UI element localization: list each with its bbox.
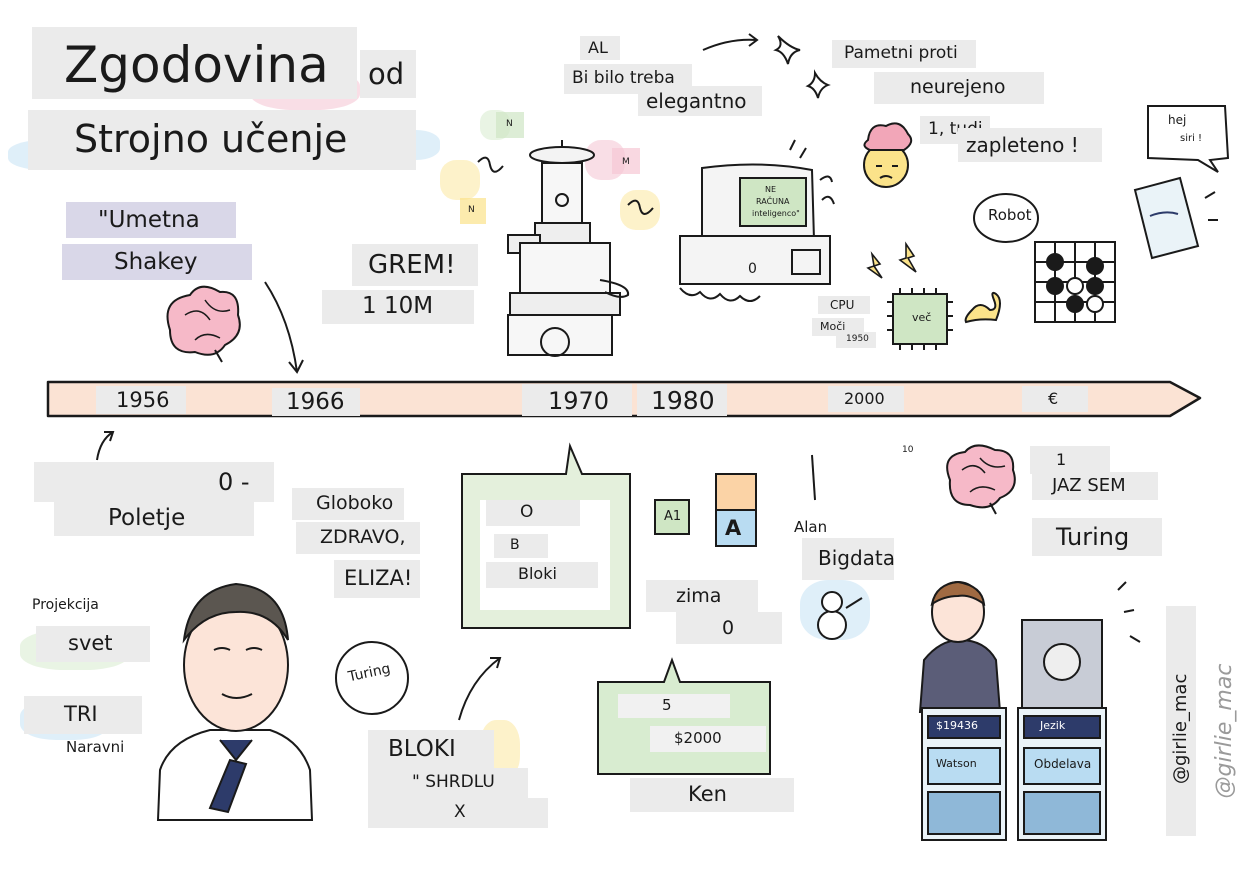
blocks-bloki-label: Bloki — [486, 562, 598, 588]
ken-label: Ken — [630, 778, 794, 812]
watson-podium — [921, 707, 1007, 841]
hej-text: hej — [1168, 113, 1187, 127]
squiggle-decoration — [1117, 191, 1218, 643]
watson-avatar — [1017, 619, 1107, 841]
tri-label: TRI — [24, 696, 142, 734]
zapleteno-label: zapleteno ! — [958, 128, 1102, 162]
alan-text: Alan — [794, 518, 828, 536]
cube-a1-text: A1 — [664, 509, 682, 524]
monitor-text: NE — [765, 185, 777, 194]
elegantno-label: elegantno — [638, 86, 762, 116]
zdravo-label: ZDRAVO, — [296, 522, 420, 554]
x-label: X — [368, 798, 548, 828]
sticky-note — [612, 148, 640, 174]
ten-million-label: 1 10M — [322, 290, 474, 324]
page-title-line1: Zgodovina — [32, 27, 357, 99]
lightning-icon — [866, 241, 917, 279]
bigdata-label: Bigdata — [802, 538, 895, 580]
zima-label: zima — [646, 580, 758, 612]
monitor-text: RAČUNA — [756, 197, 790, 206]
speech-bubble — [335, 641, 409, 715]
computer-icon — [679, 163, 831, 302]
wash-yellow — [440, 160, 480, 200]
arrow-icon — [96, 431, 115, 461]
alan-turing-portrait — [156, 582, 314, 821]
flexed-arm-icon — [964, 291, 1001, 324]
exploding-head-icon — [863, 122, 913, 188]
brain-icon — [946, 444, 1016, 515]
umetna-label: "Umetna — [66, 202, 236, 238]
phone-icon — [1133, 176, 1200, 260]
turing-label: Turing — [1032, 518, 1162, 556]
jeopardy-five-label: 5 — [618, 694, 730, 718]
shrdlu-label: " SHRDLU — [368, 768, 528, 798]
arrow-icon — [702, 33, 759, 51]
bloki-label: BLOKI — [368, 730, 494, 770]
timeline-year: € — [1022, 386, 1088, 412]
ken-jennings-figure — [918, 580, 1002, 713]
shakey-label: Shakey — [62, 244, 252, 280]
cpu-chip-icon — [887, 288, 953, 350]
podium-score-text: $19436 — [936, 719, 978, 732]
tick-line — [811, 454, 816, 501]
sparkle-icon — [773, 35, 831, 99]
sticky-note — [496, 112, 524, 138]
siri-text: siri ! — [1180, 133, 1203, 144]
podium-obdelava-text: Obdelava — [1034, 757, 1092, 771]
one-label: 1 — [1030, 446, 1110, 474]
timeline-year: 2000 — [828, 386, 904, 412]
jeopardy-price-label: $2000 — [650, 726, 766, 752]
podium-watson-text: Watson — [936, 757, 977, 770]
timeline-year: 1966 — [272, 388, 360, 416]
naravni-text: Naravni — [66, 738, 125, 756]
zima-zero-label: 0 — [676, 612, 782, 644]
squiggle-decoration — [477, 139, 835, 215]
arrow-icon — [458, 657, 502, 721]
podium-jezik-text: Jezik — [1040, 719, 1066, 732]
robot-note-m: M — [622, 157, 630, 167]
speech-bubble — [973, 105, 1230, 243]
grem-label: GREM! — [352, 244, 478, 286]
poletje-label: Poletje — [54, 500, 254, 536]
computer-zero-text: 0 — [748, 261, 757, 277]
zero-dash-label: 0 - — [34, 462, 274, 502]
vec-chip-text: več — [912, 311, 932, 324]
robot-bubble-text: Robot — [988, 206, 1032, 224]
cube-a-text: A — [725, 516, 742, 540]
eliza-label: ELIZA! — [334, 560, 420, 598]
pametni-proti-label: Pametni proti — [832, 40, 976, 68]
signature-text: @girlie_mac — [1170, 673, 1191, 784]
ten-text: 10 — [902, 445, 914, 455]
year-1950-label: 1950 — [836, 332, 876, 348]
timeline-year: 1980 — [637, 384, 727, 416]
arrow-icon — [264, 281, 304, 374]
cube-icon — [654, 473, 757, 547]
snowman-icon — [817, 591, 863, 640]
monitor-text: inteligenco" — [752, 209, 800, 218]
timeline-year: 1956 — [96, 386, 186, 414]
neurejeno-label: neurejeno — [874, 72, 1044, 104]
projekcija-text: Projekcija — [32, 597, 99, 613]
cpu-label: CPU — [818, 296, 870, 314]
page-title-line2: Strojno učenje — [28, 110, 416, 170]
blocks-o-label: O — [486, 500, 580, 526]
jaz-sem-label: JAZ SEM — [1032, 472, 1158, 500]
al-label: AL — [580, 36, 620, 60]
robot-note-n: N — [468, 205, 475, 215]
timeline-year: 1970 — [522, 384, 632, 416]
blocks-b-label: B — [494, 534, 548, 558]
globoko-label: Globoko — [292, 488, 404, 520]
sticky-note — [460, 198, 486, 224]
signature-side-text: @girlie_mac — [1212, 663, 1237, 799]
robot-icon — [507, 140, 630, 357]
svet-label: svet — [36, 626, 150, 662]
page-title-od: od — [360, 50, 416, 98]
moci-label: Moči — [812, 318, 864, 336]
robot-note-n: N — [506, 119, 513, 129]
go-board-icon — [1034, 241, 1116, 323]
brain-icon — [166, 285, 241, 363]
signature-strip — [1166, 606, 1196, 836]
